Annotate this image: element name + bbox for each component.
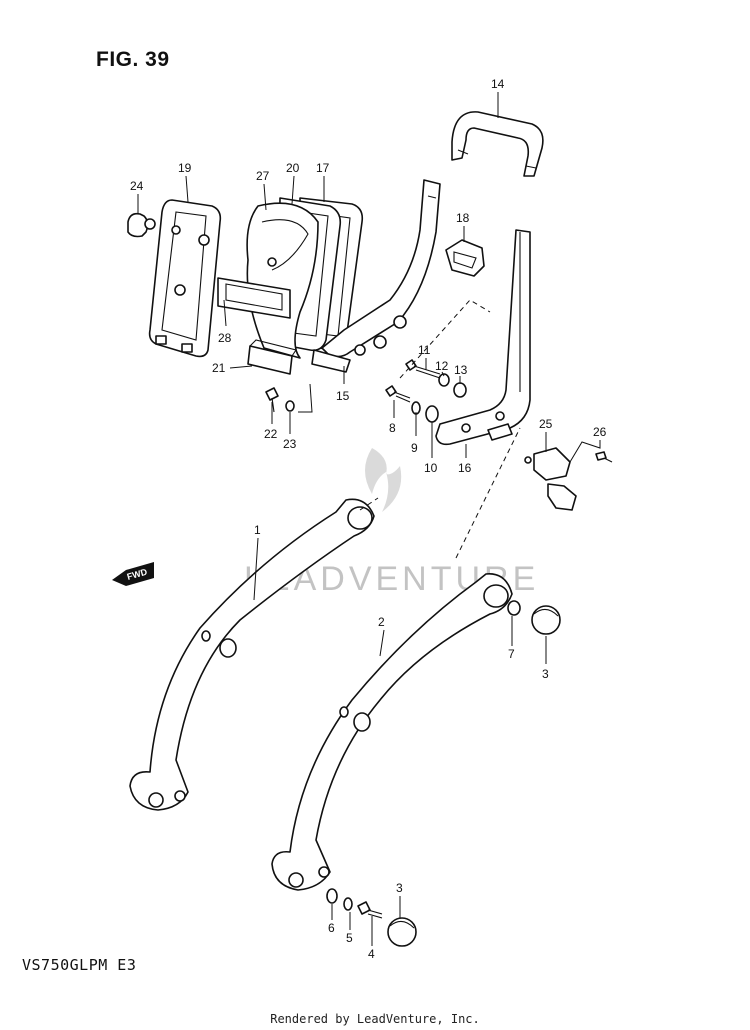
part-7-collar	[507, 600, 521, 616]
callout-27: 27	[256, 169, 270, 183]
callout-4: 4	[368, 947, 375, 961]
part-16-upright	[435, 229, 531, 446]
part-12-washer	[438, 373, 450, 387]
callout-11: 11	[418, 343, 431, 357]
part-1-support-arm	[129, 498, 375, 811]
figure-title: FIG. 39	[96, 48, 170, 71]
callout-19: 19	[178, 161, 192, 175]
callout-5: 5	[346, 931, 353, 945]
callout-25: 25	[539, 417, 553, 431]
part-25-reflector-bracket	[524, 447, 577, 511]
part-23-washer	[285, 400, 295, 412]
part-3-cap-upper	[531, 605, 561, 635]
part-21-foam-block	[247, 339, 297, 375]
part-24-grommet	[127, 212, 156, 238]
callout-28: 28	[218, 331, 232, 345]
callout-18: 18	[456, 211, 470, 225]
part-28-strap	[217, 277, 291, 319]
callout-7: 7	[508, 647, 515, 661]
callout-21: 21	[212, 361, 226, 375]
part-15-mount-bracket	[311, 179, 441, 373]
callout-16: 16	[458, 461, 472, 475]
part-19-bracket-plate	[148, 199, 222, 358]
render-credit: Rendered by LeadVenture, Inc.	[270, 1012, 480, 1026]
callout-12: 12	[435, 359, 449, 373]
callout-22: 22	[264, 427, 278, 441]
callout-26: 26	[593, 425, 607, 439]
callout-10: 10	[424, 461, 438, 475]
callout-3-lower: 3	[396, 881, 403, 895]
fwd-direction-arrow-icon: FWD	[112, 562, 154, 586]
part-2-support-arm	[271, 573, 513, 891]
callout-15: 15	[336, 389, 350, 403]
callout-labels: 14 17 20 27 19 24 18 28 21 15 11 12 13 8…	[130, 77, 607, 961]
part-26-screw	[595, 451, 613, 463]
leader-lines	[137, 92, 601, 946]
callout-1: 1	[254, 523, 261, 537]
callout-6: 6	[328, 921, 335, 935]
flame-logo-icon	[365, 448, 402, 512]
callout-3-upper: 3	[542, 667, 549, 681]
part-6-washer	[326, 888, 338, 904]
callout-20: 20	[286, 161, 300, 175]
part-14-grab-handle	[451, 111, 544, 177]
part-18-clip	[445, 239, 485, 277]
part-13-washer	[453, 382, 467, 398]
callout-23: 23	[283, 437, 297, 451]
callout-14: 14	[491, 77, 505, 91]
callout-13: 13	[454, 363, 468, 377]
part-5-washer	[343, 897, 353, 911]
callout-8: 8	[389, 421, 396, 435]
part-27-pad	[246, 202, 319, 359]
part-3-cap-lower	[387, 917, 417, 947]
callout-2: 2	[378, 615, 385, 629]
part-8-bolt	[385, 385, 411, 403]
part-4-bolt	[357, 901, 383, 919]
model-code: VS750GLPM E3	[22, 956, 137, 974]
part-10-washer	[425, 405, 439, 423]
part-22-bolt	[265, 387, 279, 413]
callout-24: 24	[130, 179, 144, 193]
callout-17: 17	[316, 161, 330, 175]
callout-9: 9	[411, 441, 418, 455]
